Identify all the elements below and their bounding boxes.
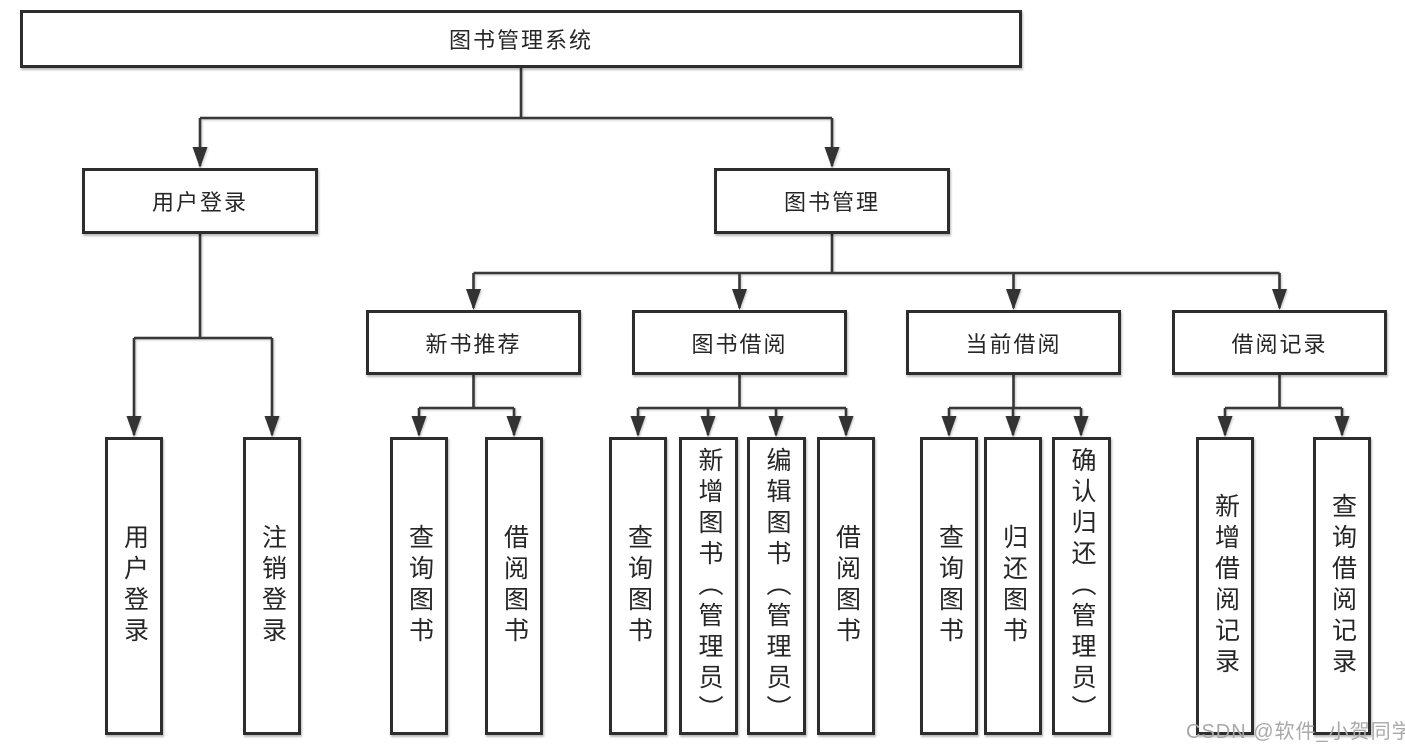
leaf-query-books-recommend: 查询图书 bbox=[390, 437, 448, 735]
leaf-confirm-return-admin: 确认归还（管理员） bbox=[1052, 437, 1111, 735]
node-borrow-records: 借阅记录 bbox=[1172, 310, 1387, 375]
node-current-borrow: 当前借阅 bbox=[906, 310, 1121, 375]
connector-current-to-leaves bbox=[941, 375, 1089, 437]
node-book-management: 图书管理 bbox=[714, 168, 950, 234]
leaf-user-login: 用户登录 bbox=[105, 437, 163, 735]
leaf-logout: 注销登录 bbox=[243, 437, 301, 735]
connector-records-to-leaves bbox=[1217, 375, 1350, 437]
node-book-borrow: 图书借阅 bbox=[632, 310, 847, 375]
leaf-add-book-admin: 新增图书（管理员） bbox=[679, 437, 738, 735]
node-user-login: 用户登录 bbox=[82, 168, 318, 234]
connector-bookmgmt-to-level3 bbox=[466, 234, 1287, 310]
leaf-query-borrow-record: 查询借阅记录 bbox=[1313, 437, 1371, 735]
leaf-return-book: 归还图书 bbox=[984, 437, 1042, 735]
leaf-add-borrow-record: 新增借阅记录 bbox=[1196, 437, 1254, 735]
connector-userlogin-to-leaves bbox=[126, 234, 280, 437]
node-library-system: 图书管理系统 bbox=[20, 10, 1022, 68]
connector-borrow-to-leaves bbox=[630, 375, 854, 437]
leaf-borrow-books: 借阅图书 bbox=[817, 437, 875, 735]
leaf-query-books-current: 查询图书 bbox=[920, 437, 978, 735]
leaf-edit-book-admin: 编辑图书（管理员） bbox=[747, 437, 806, 735]
leaf-query-books-borrow: 查询图书 bbox=[609, 437, 667, 735]
leaf-borrow-books-recommend: 借阅图书 bbox=[485, 437, 543, 735]
csdn-watermark: CSDN @软件_小贺同学 bbox=[1186, 721, 1405, 743]
connector-root-to-level2 bbox=[192, 68, 840, 168]
node-new-book-recommend: 新书推荐 bbox=[366, 310, 581, 375]
connector-newbook-to-leaves bbox=[411, 375, 522, 437]
